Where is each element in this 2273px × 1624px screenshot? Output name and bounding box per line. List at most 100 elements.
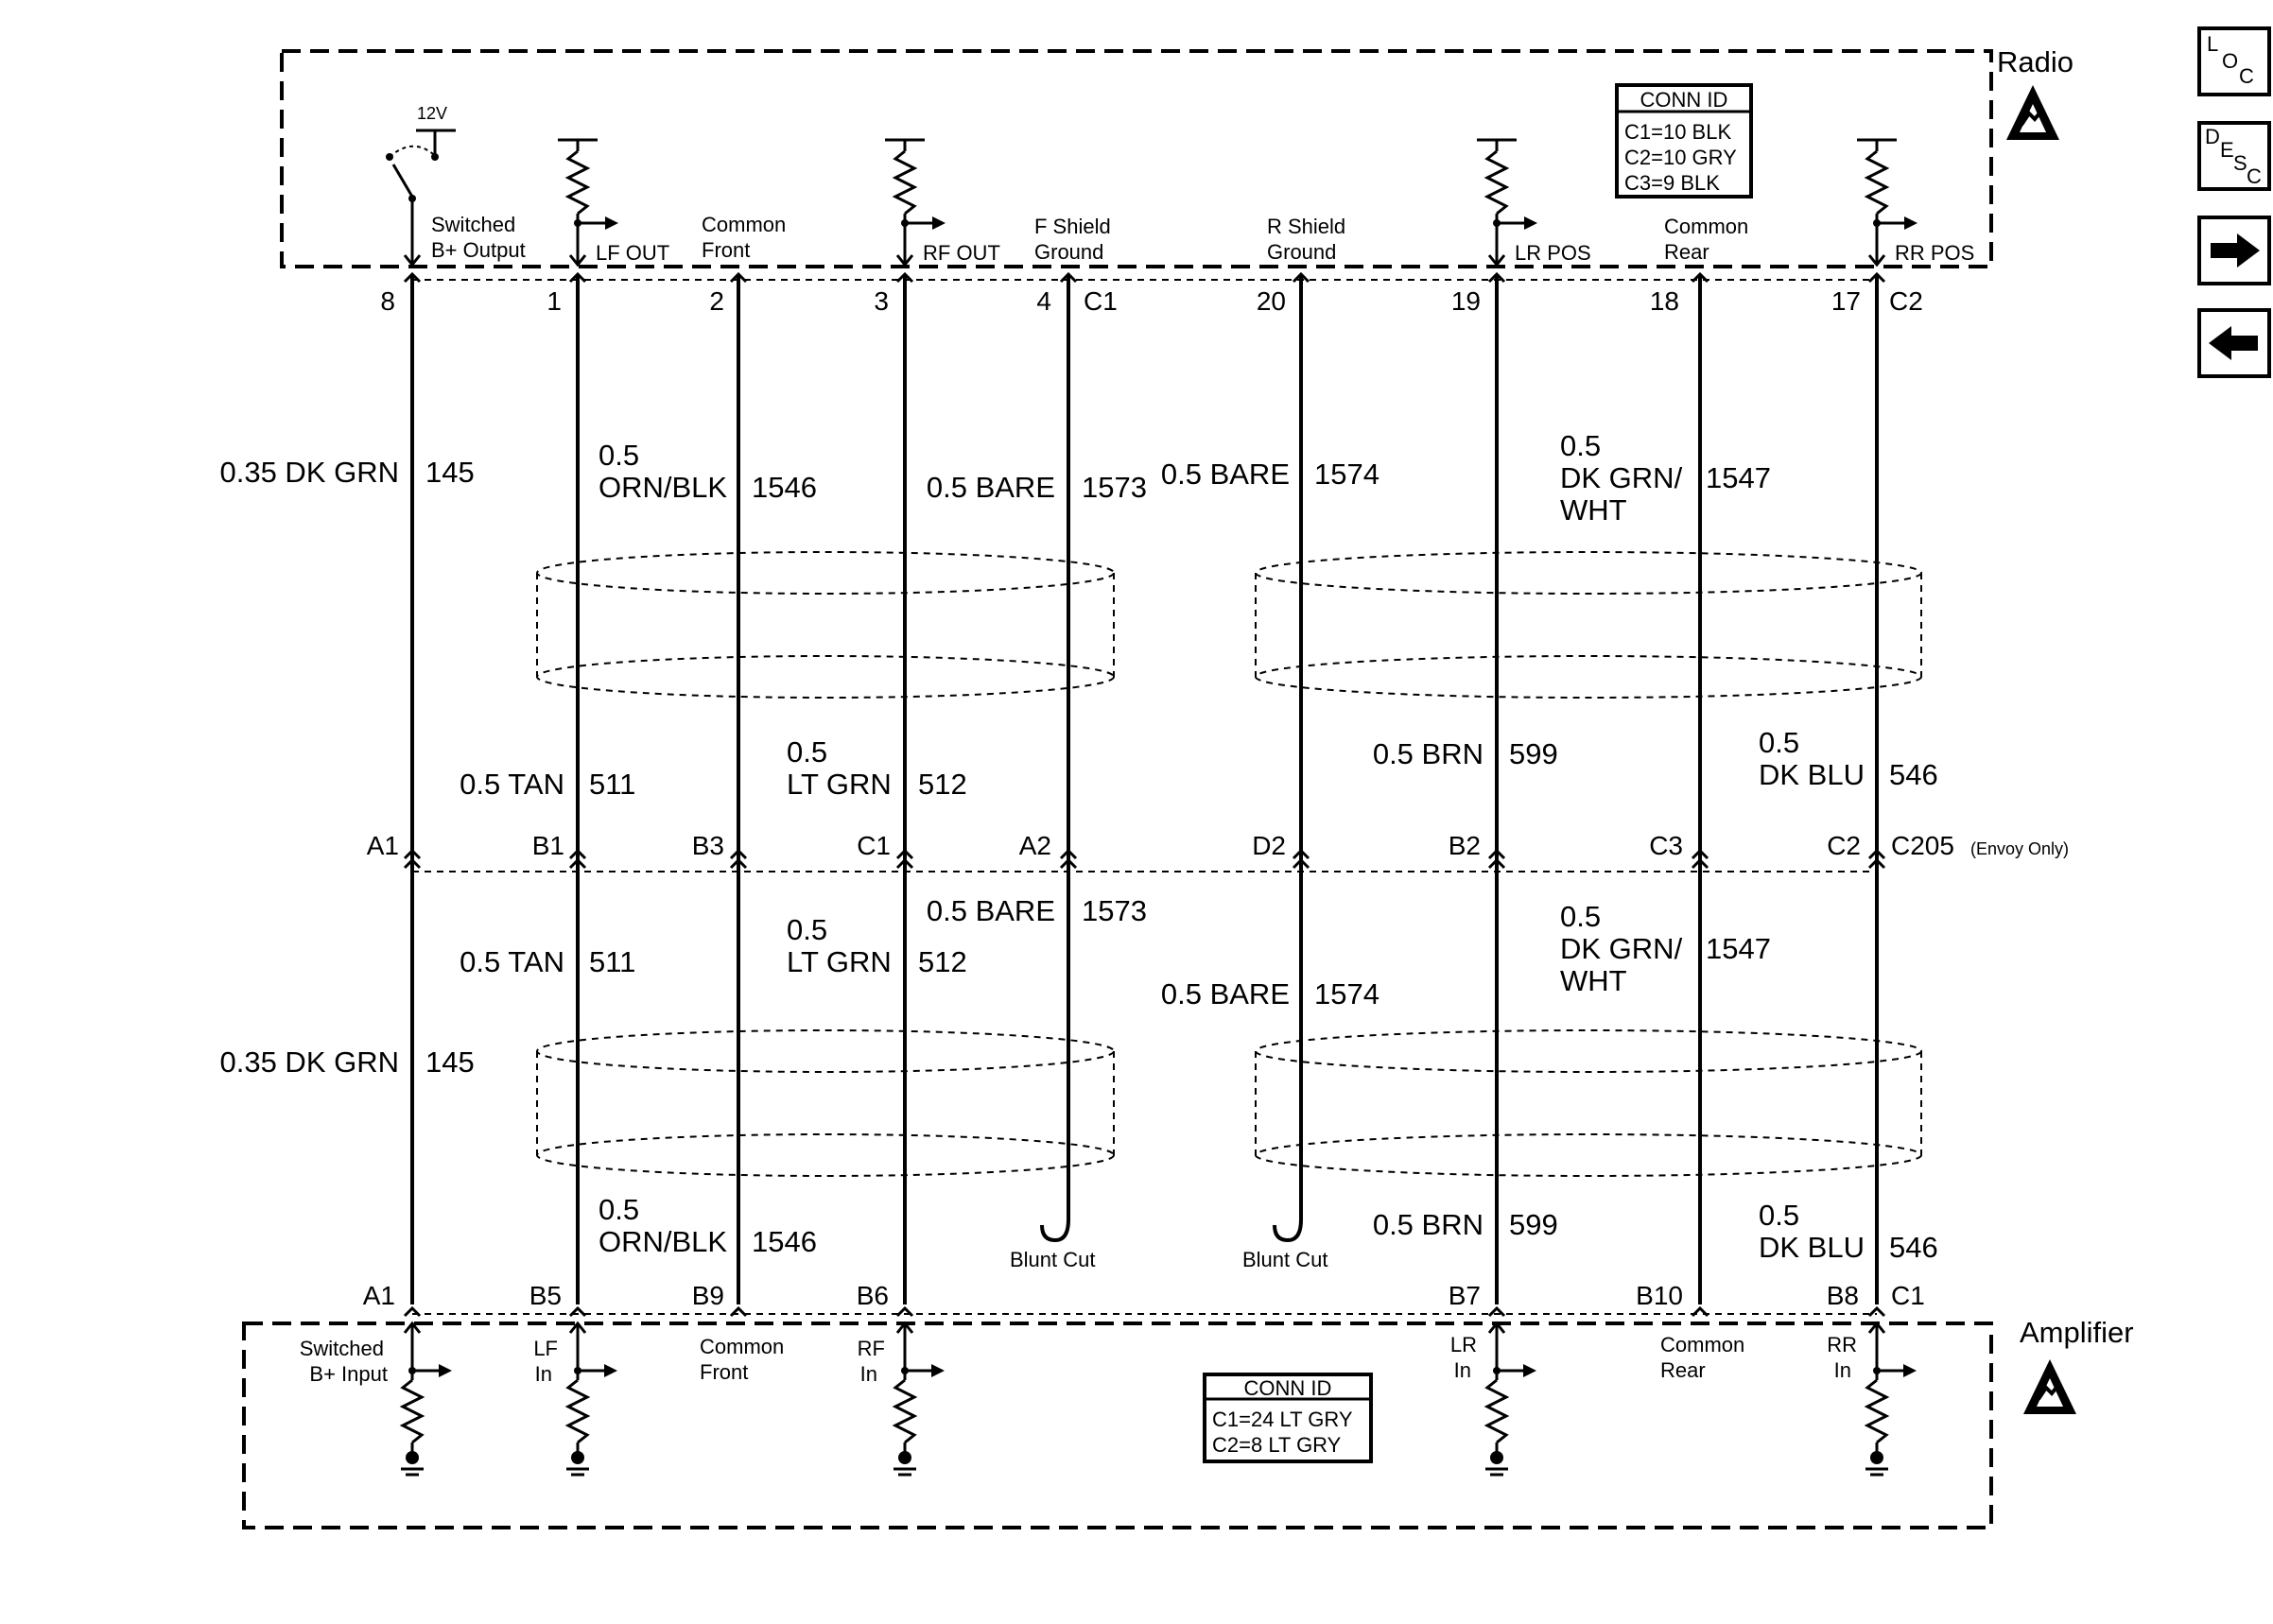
circuit-number: 511 — [589, 768, 635, 801]
pin-number: 17 — [1831, 286, 1861, 316]
pin-number: B8 — [1827, 1281, 1859, 1310]
desc-letter: E — [2220, 138, 2234, 162]
terminal-label: LR POS — [1515, 241, 1591, 265]
amp-input-circuit — [1484, 1321, 1536, 1477]
wire-color-label: 0.5 BARE — [927, 894, 1055, 927]
loc-letter: O — [2222, 49, 2238, 73]
loc-button[interactable]: L O C — [2197, 26, 2271, 96]
terminal-label: LR — [1450, 1333, 1477, 1356]
pin-number: B10 — [1636, 1281, 1683, 1310]
circuit-number: 1547 — [1706, 932, 1771, 965]
lf-out-circuit — [558, 138, 618, 268]
terminal-label: RR — [1827, 1333, 1857, 1356]
terminal-label: B+ Input — [309, 1362, 388, 1386]
amplifier-conn-id-box: CONN ID C1=24 LT GRY C2=8 LT GRY — [1203, 1373, 1373, 1463]
wire-color-label: DK GRN/ — [1560, 932, 1683, 965]
terminal-label: Rear — [1664, 240, 1709, 264]
desc-button[interactable]: D E S C — [2197, 121, 2271, 191]
conn-id-line: C2=10 GRY — [1624, 146, 1737, 169]
esd-warning-icon — [2006, 85, 2059, 140]
terminal-label: Common — [1660, 1333, 1744, 1356]
wire-color-label: 0.35 DK GRN — [219, 456, 399, 489]
circuit-number: 599 — [1509, 1208, 1558, 1241]
wire-color-label: LT GRN — [787, 768, 892, 801]
pin-number: 1 — [547, 286, 562, 316]
circuit-number: 1574 — [1314, 977, 1379, 1011]
wire-color-label: 0.5 — [599, 1193, 639, 1226]
circuit-number: 546 — [1889, 1231, 1938, 1264]
wire-color-label: 0.5 — [1759, 726, 1799, 759]
wires — [410, 276, 1879, 1304]
pin-number: B2 — [1449, 831, 1481, 860]
connector-label: C1 — [1891, 1281, 1925, 1310]
pin-number: 8 — [380, 286, 395, 316]
terminal-label: RR POS — [1895, 241, 1974, 265]
wire-color-label: 0.35 DK GRN — [219, 1045, 399, 1079]
terminal-label: In — [860, 1362, 877, 1386]
pin-number: 19 — [1451, 286, 1481, 316]
amp-input-circuit — [892, 1321, 945, 1477]
amplifier-connector-row: A1 B5 B9 B6 B7 B10 B8 C1 — [363, 1281, 1925, 1318]
terminal-label: Common — [702, 213, 786, 236]
blunt-cut-label: Blunt Cut — [1010, 1248, 1096, 1271]
desc-button-frame[interactable] — [2197, 121, 2271, 191]
arrow-left-icon — [2209, 326, 2258, 360]
pin-number: D2 — [1252, 831, 1286, 860]
lower-wire-labels: 0.5 TAN 511 0.5 LT GRN 512 0.5 BARE 1573… — [219, 894, 1937, 1271]
desc-letter: D — [2205, 125, 2220, 148]
wire-color-label: 0.5 — [1560, 429, 1601, 462]
connector-note: (Envoy Only) — [1970, 839, 2069, 858]
loc-button-frame[interactable] — [2197, 26, 2271, 96]
circuit-number: 512 — [918, 945, 967, 978]
conn-id-title: CONN ID — [1640, 88, 1728, 112]
circuit-number: 1546 — [752, 1225, 817, 1258]
wire-1574 — [1273, 276, 1303, 1243]
circuit-number: 1546 — [752, 471, 817, 504]
wire-color-label: 0.5 — [787, 735, 827, 769]
upper-shields — [536, 551, 1922, 699]
pin-number: B5 — [529, 1281, 562, 1310]
next-button[interactable] — [2197, 216, 2271, 285]
connector-label: C205 — [1891, 831, 1954, 860]
pin-number: B7 — [1449, 1281, 1481, 1310]
pin-number: A2 — [1019, 831, 1051, 860]
amplifier-title: Amplifier — [2020, 1316, 2134, 1349]
wire-color-label: 0.5 BARE — [1161, 458, 1290, 491]
loc-letter: L — [2207, 32, 2218, 56]
shield-front-lower — [536, 1029, 1115, 1177]
wire-1573 — [1040, 276, 1070, 1243]
wire-color-label: 0.5 TAN — [460, 945, 564, 978]
terminal-label: Switched — [300, 1337, 384, 1360]
circuit-number: 1573 — [1082, 894, 1147, 927]
shield-front-upper — [536, 551, 1115, 699]
terminal-label: RF OUT — [923, 241, 1000, 265]
shield-rear-lower — [1255, 1029, 1922, 1177]
wire-color-label: WHT — [1560, 493, 1627, 527]
conn-id-line: C2=8 LT GRY — [1212, 1433, 1342, 1457]
pin-number: B1 — [532, 831, 564, 860]
prev-button[interactable] — [2197, 308, 2271, 378]
switched-output-circuit: 12V — [386, 104, 456, 268]
wire-color-label: DK GRN/ — [1560, 461, 1683, 494]
wire-color-label: 0.5 BARE — [1161, 977, 1290, 1011]
circuit-number: 1574 — [1314, 458, 1379, 491]
wire-color-label: 0.5 BARE — [927, 471, 1055, 504]
terminal-label: In — [1834, 1358, 1851, 1382]
radio-title: Radio — [1997, 45, 2073, 78]
wire-color-label: DK BLU — [1759, 1231, 1865, 1264]
wire-color-label: 0.5 — [1759, 1199, 1799, 1232]
lower-shields — [536, 1029, 1922, 1177]
circuit-number: 145 — [425, 456, 475, 489]
circuit-number: 1547 — [1706, 461, 1771, 494]
terminal-label: F Shield — [1034, 215, 1111, 238]
terminal-label: Rear — [1660, 1358, 1706, 1382]
pin-number: B9 — [692, 1281, 724, 1310]
terminal-label: LF — [533, 1337, 558, 1360]
amp-input-circuit — [399, 1321, 452, 1477]
amp-input-circuit — [1864, 1321, 1917, 1477]
pin-number: B3 — [692, 831, 724, 860]
terminal-label: Ground — [1034, 240, 1103, 264]
circuit-number: 145 — [425, 1045, 475, 1079]
wire-color-label: WHT — [1560, 964, 1627, 997]
